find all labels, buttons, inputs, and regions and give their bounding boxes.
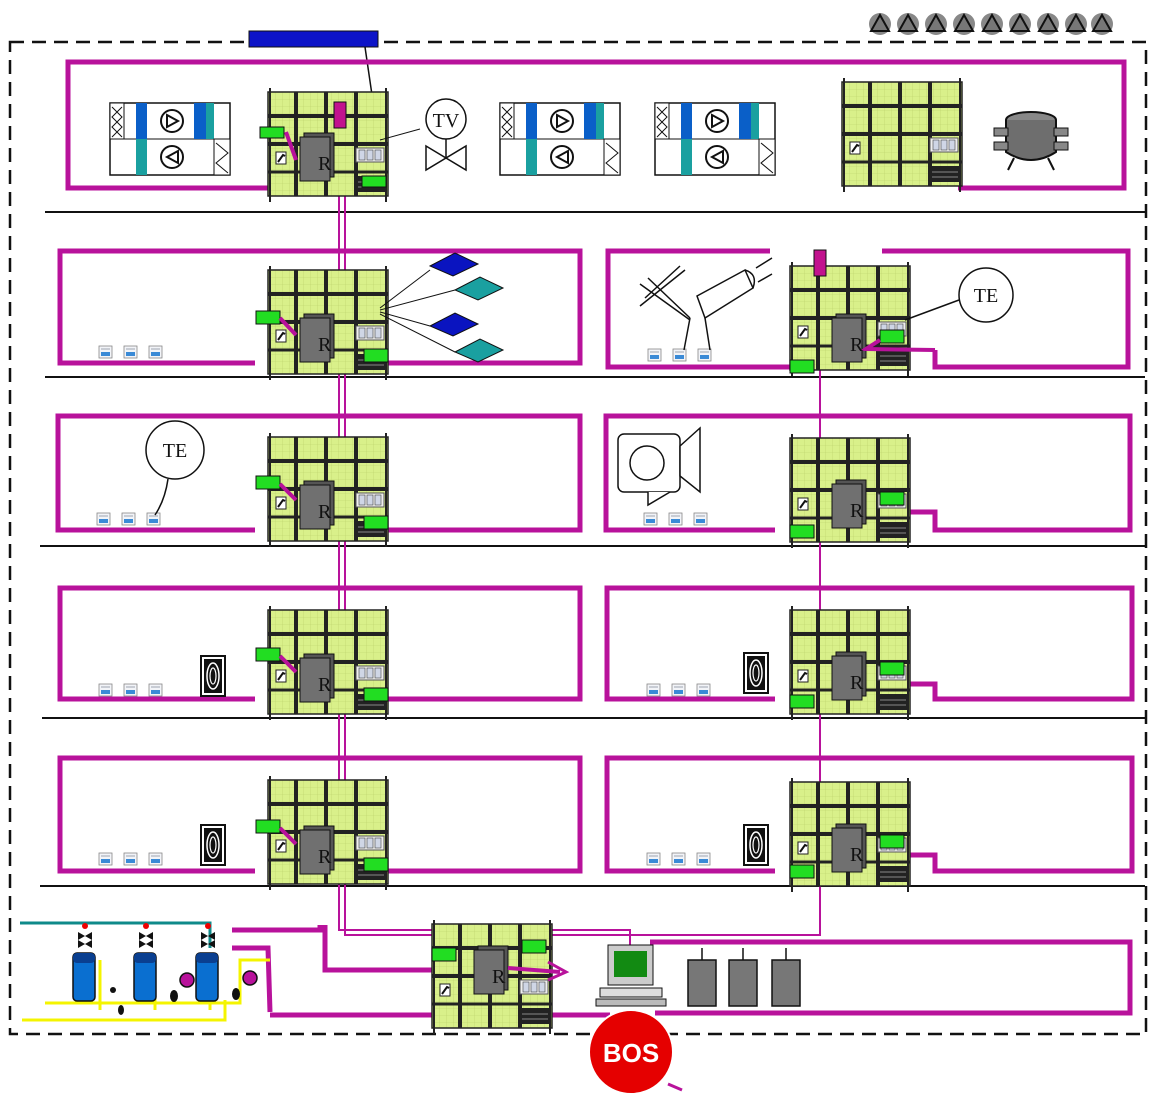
room-sensor-icon <box>97 513 160 525</box>
heating-plant <box>20 923 270 1020</box>
triangle-warning-icon <box>897 13 919 35</box>
boiler-icon <box>73 953 95 1001</box>
label-te: TE <box>163 440 187 462</box>
svg-text:R: R <box>850 672 864 694</box>
projector-icon <box>640 258 772 350</box>
spiral-camera-icon <box>618 428 700 505</box>
valve-icon <box>78 923 215 948</box>
controller-letters: R R R R R R R R R R <box>318 153 864 988</box>
te-sensor-icon <box>146 421 204 515</box>
room-sensor-icon <box>644 513 707 525</box>
speaker-icon <box>744 653 768 693</box>
triangle-warning-icon <box>1037 13 1059 35</box>
bus-zones <box>58 62 1132 1015</box>
svg-text:R: R <box>318 674 332 696</box>
svg-text:R: R <box>318 501 332 523</box>
io-module-green <box>790 525 814 538</box>
warning-icons-row <box>869 13 1113 35</box>
io-module-green <box>364 516 388 529</box>
io-module-green <box>880 492 904 505</box>
cable-duct <box>249 31 378 47</box>
io-module-green <box>790 360 814 373</box>
io-module-green <box>256 476 280 489</box>
svg-text:R: R <box>850 334 864 356</box>
triangle-warning-icon <box>1009 13 1031 35</box>
room-sensor-icon <box>647 853 710 865</box>
triangle-warning-icon <box>1091 13 1113 35</box>
svg-text:R: R <box>850 844 864 866</box>
io-module-green <box>256 311 280 324</box>
io-module-green <box>880 835 904 848</box>
room-sensor-icon <box>99 684 162 696</box>
io-module-green <box>364 858 388 871</box>
io-module-green <box>790 695 814 708</box>
triangle-warning-icon <box>1065 13 1087 35</box>
io-module-green <box>364 688 388 701</box>
air-handling-unit-icon <box>500 103 620 175</box>
io-module-green <box>364 349 388 362</box>
io-module-green <box>362 176 386 187</box>
io-module-green <box>256 820 280 833</box>
svg-text:R: R <box>318 334 332 356</box>
io-module-green <box>256 648 280 661</box>
bus-module-magenta <box>334 102 346 128</box>
triangle-warning-icon <box>981 13 1003 35</box>
io-module-green <box>790 865 814 878</box>
label-te: TE <box>974 285 998 307</box>
svg-text:R: R <box>850 500 864 522</box>
io-module-green <box>880 662 904 675</box>
svg-text:R: R <box>318 846 332 868</box>
triangle-warning-icon <box>953 13 975 35</box>
svg-text:R: R <box>318 153 332 175</box>
io-module-green <box>522 940 546 953</box>
pump-icon <box>110 971 257 1015</box>
bus-module-magenta <box>814 250 826 276</box>
room-sensor-icon <box>99 346 162 358</box>
io-module-green <box>432 948 456 961</box>
boiler-icon <box>134 953 156 1001</box>
room-sensor-icon <box>99 853 162 865</box>
server-rack-icon <box>688 948 800 1006</box>
triangle-warning-icon <box>869 13 891 35</box>
bos-label: BOS <box>603 1038 659 1068</box>
air-handling-unit-icon <box>655 103 775 175</box>
air-handling-unit-icon <box>110 103 230 175</box>
computer-workstation-icon <box>596 945 666 1006</box>
diamond-device-icon <box>380 253 503 362</box>
svg-text:R: R <box>492 966 506 988</box>
speaker-icon <box>201 656 225 696</box>
chiller-tank-icon <box>994 112 1068 170</box>
control-cabinet <box>842 78 962 192</box>
speaker-icon <box>744 825 768 865</box>
room-sensor-icon <box>648 349 711 361</box>
boiler-icon <box>196 953 218 1001</box>
speaker-icon <box>201 825 225 865</box>
label-tv: TV <box>433 110 460 132</box>
room-sensor-icon <box>647 684 710 696</box>
triangle-warning-icon <box>925 13 947 35</box>
io-module-green <box>260 127 284 138</box>
io-module-green <box>880 330 904 343</box>
